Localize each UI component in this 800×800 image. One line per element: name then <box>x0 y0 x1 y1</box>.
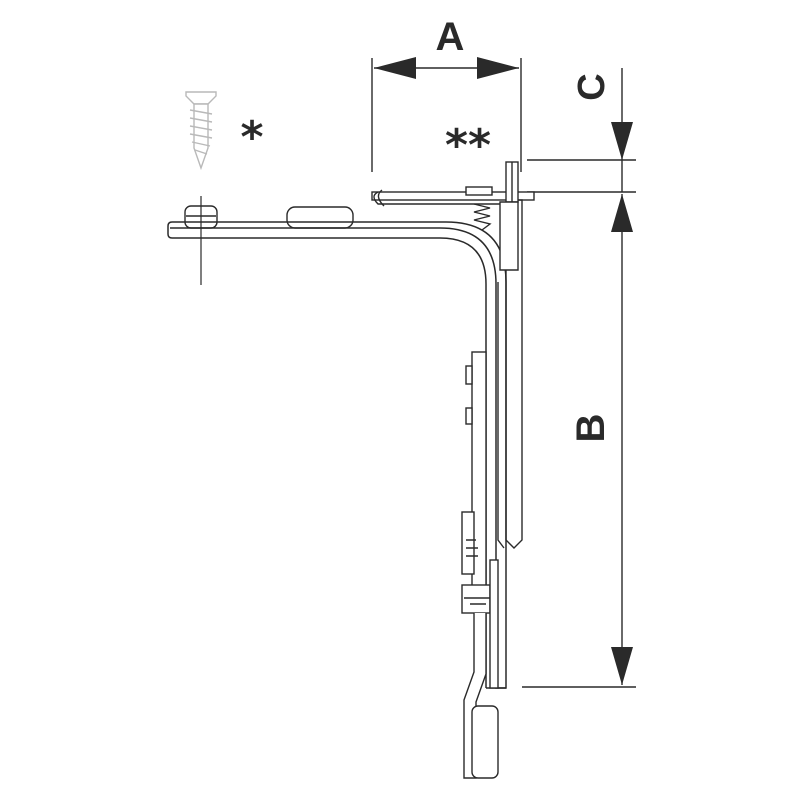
top-arm-plate <box>371 191 535 201</box>
spring <box>473 203 492 231</box>
rod-body <box>463 613 487 779</box>
dim-a-arrow-left <box>374 57 416 79</box>
dim-b-label: B <box>569 414 613 443</box>
dim-c-label: C <box>571 73 613 100</box>
double-star-label: ** <box>445 120 491 171</box>
dimension-c <box>527 68 636 193</box>
single-star-label: * <box>240 112 263 163</box>
dim-c-arrow-top <box>611 122 633 160</box>
rail-head <box>499 201 519 271</box>
dimension-a <box>371 57 522 172</box>
screw-illustration <box>185 91 217 171</box>
dim-a-label: A <box>436 15 465 59</box>
l-bracket <box>167 221 507 689</box>
connecting-rod <box>463 613 499 779</box>
dim-a-arrow-right <box>477 57 519 79</box>
screw-threads <box>189 109 213 155</box>
dim-b-arrow-top <box>611 194 633 232</box>
guide-rail <box>497 199 523 549</box>
rod-end-cap <box>471 705 499 779</box>
bracket-outline <box>167 221 507 689</box>
lower-fitting <box>461 351 499 689</box>
dimension-b <box>522 194 636 688</box>
screw-cap <box>184 196 218 285</box>
fitting-clamp <box>461 584 491 614</box>
screw-head <box>185 91 217 105</box>
top-arm <box>371 161 535 207</box>
dim-b-arrow-bottom <box>611 647 633 685</box>
bumper-pad <box>286 206 354 229</box>
fitting-block <box>461 511 475 575</box>
